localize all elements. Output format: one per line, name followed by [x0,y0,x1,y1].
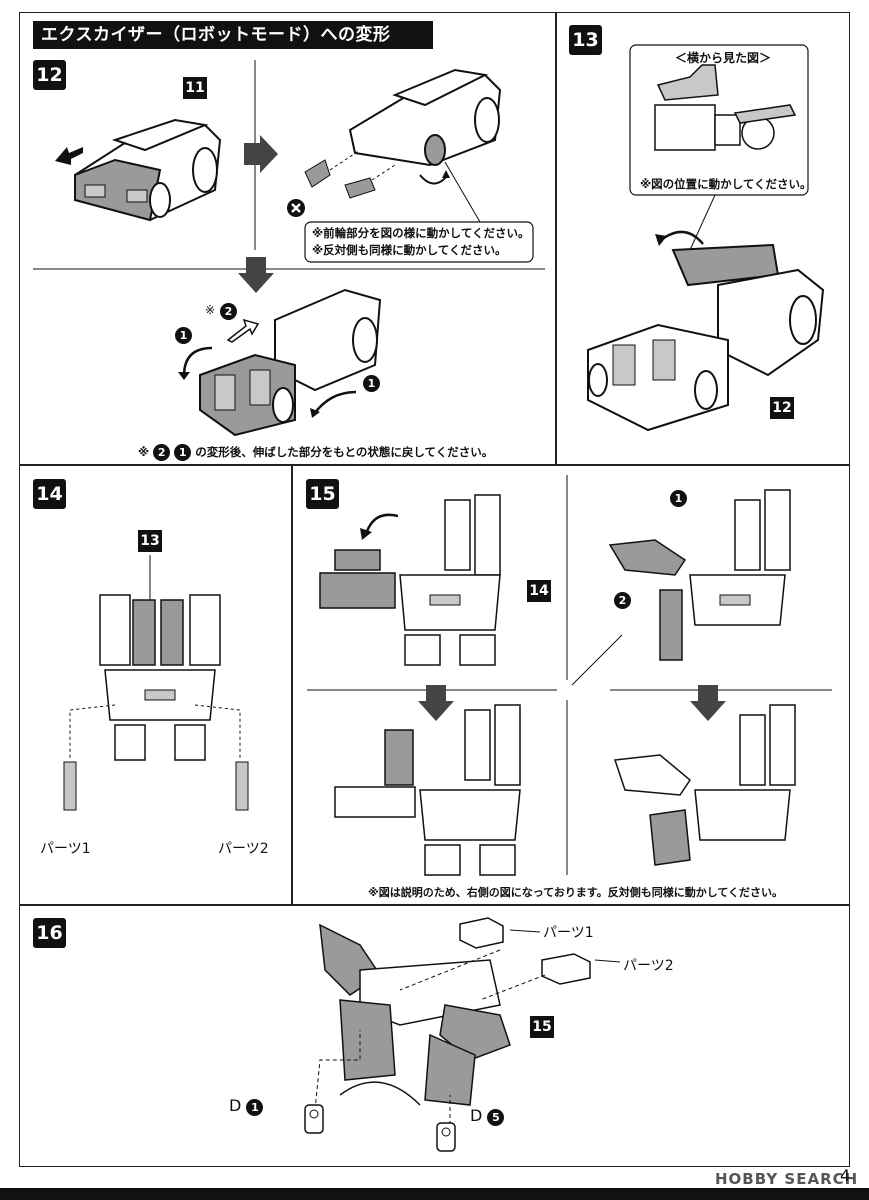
d-left: D 1 [229,1096,264,1116]
part-2-label: パーツ2 [218,841,269,857]
step15-note: ※図は説明のため、右側の図になっております。反対側も同様に動かしてください。 [368,886,784,899]
joint-part-right [436,1122,456,1152]
side-view-note: ※図の位置に動かしてください。 [640,177,812,191]
bottom-note: ※ 2 1 の変形後、伸ばした部分をもとの状態に戻してください。 [138,444,493,461]
arrow-down-icon [238,257,274,293]
dashed-guides-14 [69,704,241,760]
step-16-badge: 16 [33,918,66,948]
joint-part-left [304,1104,324,1134]
page-title: エクスカイザー（ロボットモード）への変形 [33,21,433,49]
slide-arrow-icon [226,318,260,343]
part-tag-15: 15 [530,1016,554,1038]
step-16-panel [19,905,850,1167]
part-1-label: パーツ1 [40,841,91,857]
bottom-note-text: の変形後、伸ばした部分をもとの状態に戻してください。 [195,445,494,459]
bottom-note-prefix: ※ [138,445,150,459]
front-wheel-note: ※前輪部分を図の様に動かしてください。 [312,226,530,240]
robot-15-d [613,704,796,866]
robot-15-b [608,489,791,661]
part-1-stick [63,761,77,811]
part1-piece-16 [459,917,504,949]
page-number: 4 [840,1166,851,1185]
step-14-panel [19,465,292,905]
step-15-panel [292,465,850,905]
d-right-num: 5 [487,1109,505,1126]
part-2-stick [235,761,249,811]
step-14-badge: 14 [33,479,66,509]
part-tag-14: 14 [527,580,551,602]
step15-circle-1: 1 [670,490,687,507]
step-13-panel [555,12,850,465]
mark-star: ※ [205,303,216,317]
step15-circle-2: 2 [614,592,631,609]
step-circle-1-right: 1 [363,375,380,392]
d-right-letter: D [470,1106,483,1125]
robot-16 [319,923,511,1106]
step-circle-1-left: 1 [175,327,192,344]
hobby-search-logo: HOBBY SEARCH [715,1170,859,1188]
arrow-down-icon-15a [418,685,454,721]
footer-bar [0,1188,869,1200]
rotate-flap-icon [655,230,704,246]
d-left-num: 1 [246,1099,264,1116]
step-13-badge: 13 [569,25,602,55]
side-view-box [629,44,809,251]
d-left-letter: D [229,1096,242,1115]
note-box [304,161,534,263]
car-illustration-13 [587,243,825,432]
car-illustration-2 [348,68,502,167]
robot-15-a [319,494,501,666]
side-view-title: ＜横から見た図＞ [675,51,772,65]
part-tag-11: 11 [183,77,207,99]
d-right: D 5 [470,1106,505,1126]
part-tag-13: 13 [138,530,162,552]
step-12-badge: 12 [33,60,66,90]
rotate-arrow-icon [419,170,450,185]
car-illustration-1 [74,118,222,222]
step-circle-1-note: 1 [174,444,192,461]
detached-wheel-parts [304,149,396,199]
step-circle-2-note: 2 [153,444,171,461]
rotate-right-icon [310,390,357,418]
arrow-right-icon [244,135,278,173]
part-2-label-16: パーツ2 [623,958,674,974]
part-1-label-16: パーツ1 [543,925,594,941]
step-circle-2: 2 [220,303,237,320]
other-side-note: ※反対側も同様に動かしてください。 [312,243,507,257]
car-illustration-3 [199,288,382,437]
rotate-left-icon [178,346,213,380]
arrow-down-icon-15b [690,685,726,721]
step-12-panel [19,12,557,465]
robot-torso-14 [99,555,221,761]
robot-15-c [334,704,521,876]
dashed-guides-16 [314,929,621,1125]
step-15-badge: 15 [306,479,339,509]
rotate-arm-icon [360,513,399,540]
arrow-left-icon [55,147,83,165]
part-tag-12: 12 [770,397,794,419]
remove-x-icon [287,199,305,217]
